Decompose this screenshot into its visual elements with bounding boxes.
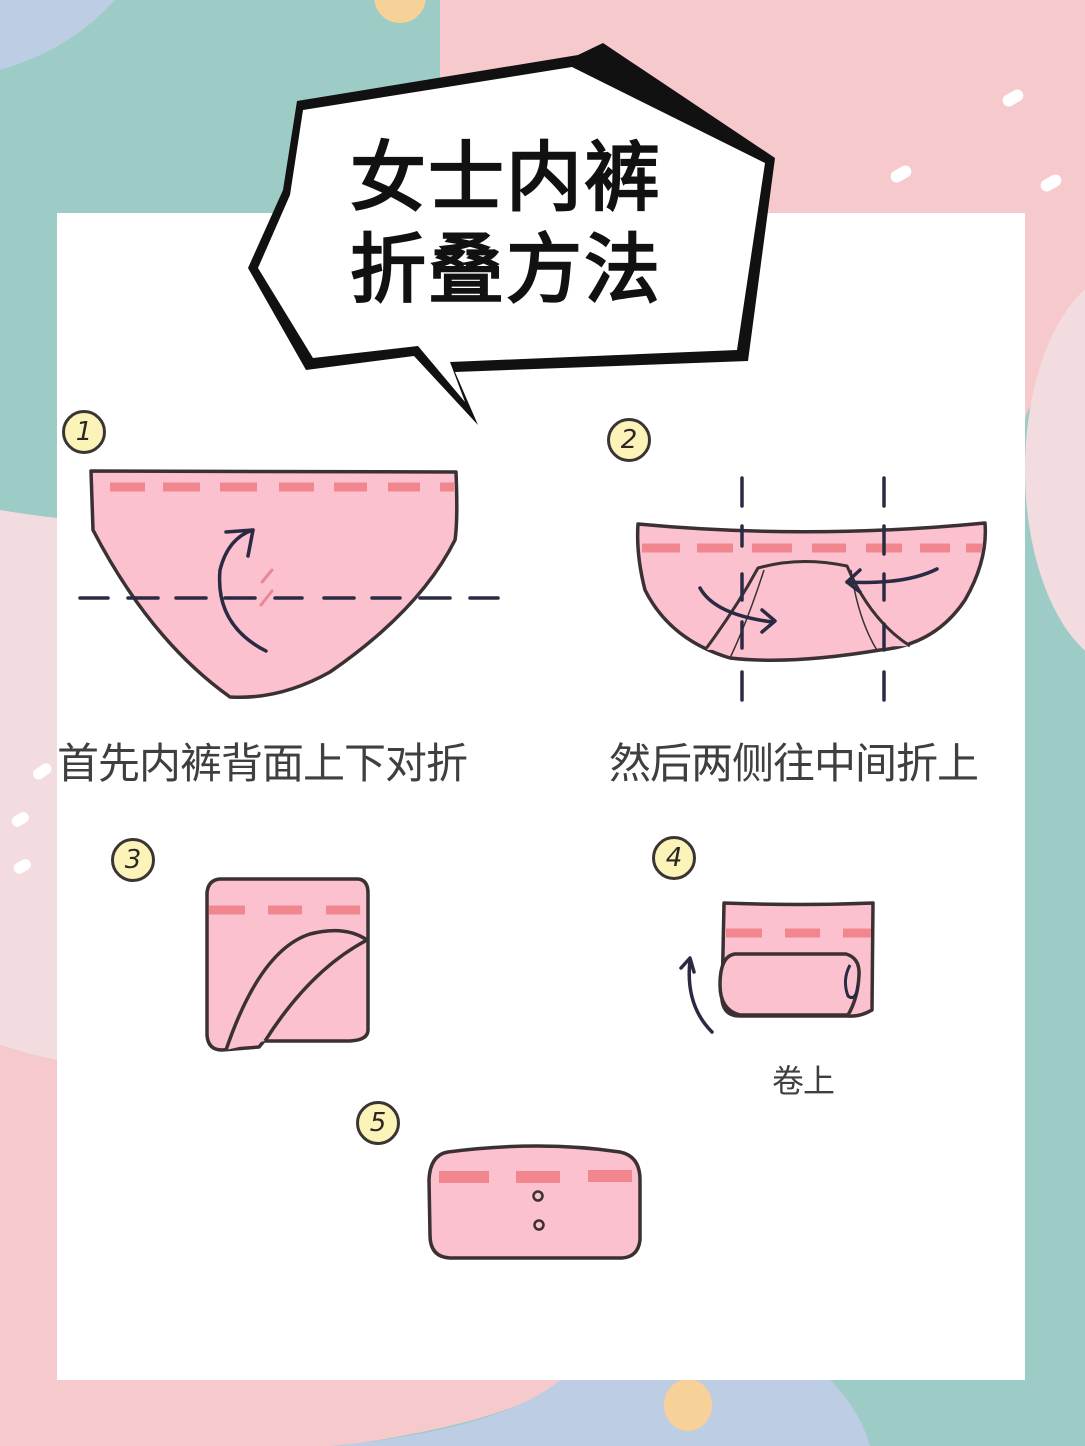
step4-illustration xyxy=(679,901,875,1034)
step3-illustration xyxy=(205,877,370,1052)
page-title: 女士内裤 折叠方法 xyxy=(350,132,680,316)
step1-illustration xyxy=(78,469,500,700)
title-line-2: 折叠方法 xyxy=(350,225,662,314)
step4-caption: 卷上 xyxy=(772,1062,835,1100)
step1-caption: 首先内裤背面上下对折 xyxy=(57,739,468,788)
step2-caption: 然后两侧往中间折上 xyxy=(609,739,979,788)
step-badge-4: 4 xyxy=(652,836,696,880)
step-badge-3: 3 xyxy=(111,838,155,882)
step-badge-1: 1 xyxy=(62,410,106,454)
speech-bubble xyxy=(248,43,775,425)
step5-illustration xyxy=(427,1144,642,1260)
step-badge-5: 5 xyxy=(356,1101,400,1145)
step-badge-2: 2 xyxy=(607,418,651,462)
title-line-1: 女士内裤 xyxy=(350,133,662,222)
step2-illustration xyxy=(635,476,988,702)
